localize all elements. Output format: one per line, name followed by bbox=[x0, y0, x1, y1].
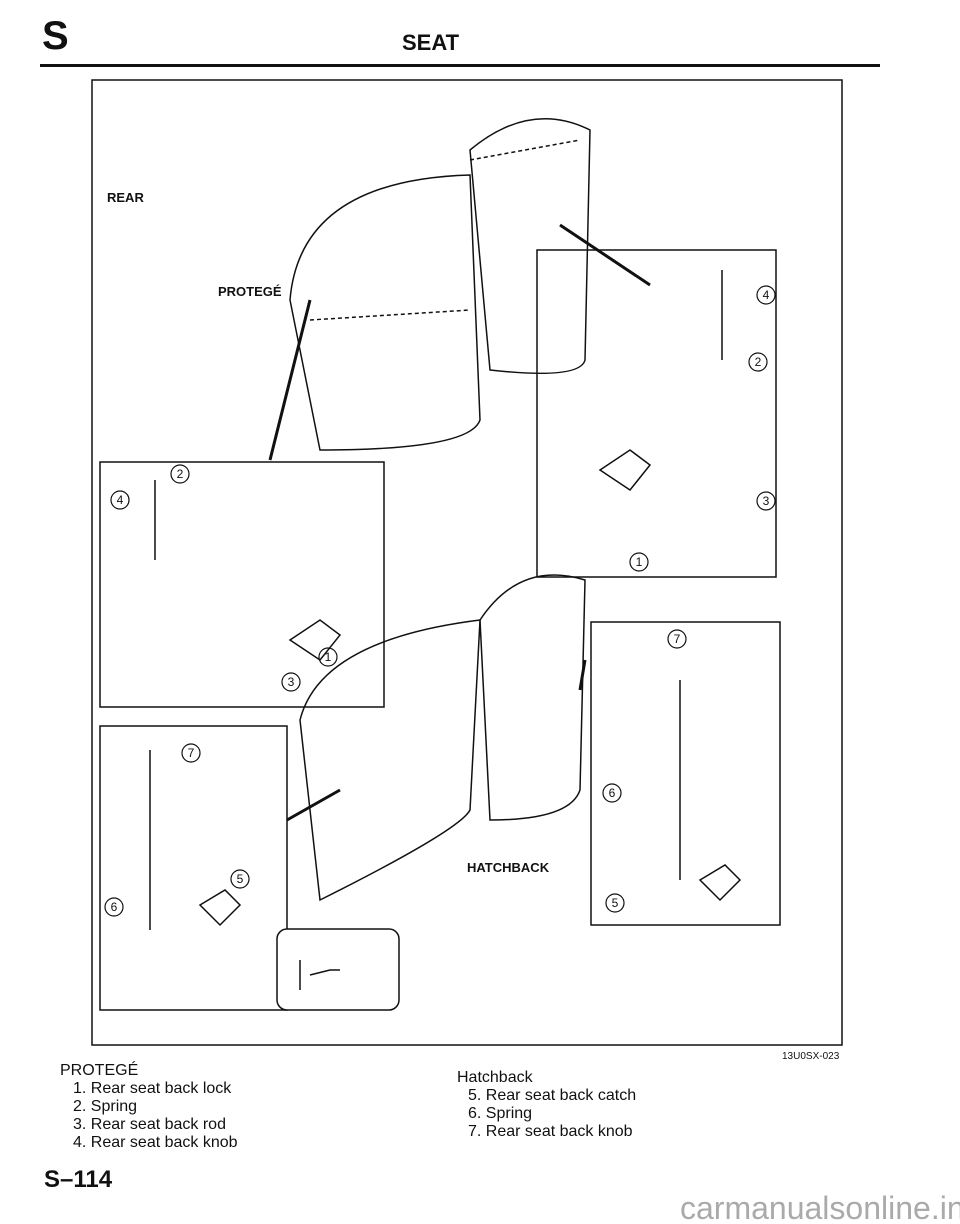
callout-7: 7 bbox=[188, 746, 195, 760]
label-protege: PROTEGÉ bbox=[218, 284, 282, 299]
hatchback-seat-back-right bbox=[479, 574, 586, 821]
callout-7: 7 bbox=[674, 632, 681, 646]
header-rule bbox=[40, 64, 880, 67]
figure-code: 13U0SX-023 bbox=[782, 1051, 840, 1062]
callout-numbers: 2 4 1 3 4 2 3 1 7 6 5 7 5 6 bbox=[111, 288, 770, 914]
inset-protege-right bbox=[536, 249, 777, 578]
callout-2: 2 bbox=[177, 467, 184, 481]
legend-item: 5. Rear seat back catch bbox=[468, 1087, 637, 1104]
legend-item: 6. Spring bbox=[468, 1105, 533, 1122]
callout-2: 2 bbox=[755, 355, 762, 369]
callout-circles bbox=[104, 285, 776, 917]
label-rear: REAR bbox=[107, 190, 144, 205]
watermark: carmanualsonline.info bbox=[680, 1190, 960, 1224]
page-number: S–114 bbox=[44, 1166, 113, 1193]
legend-item: 7. Rear seat back knob bbox=[468, 1123, 633, 1140]
protege-seat-back-right bbox=[469, 118, 591, 375]
figure-frame bbox=[91, 79, 843, 1046]
callout-6: 6 bbox=[111, 900, 118, 914]
legend-hatchback: Hatchback 5. Rear seat back catch 6. Spr… bbox=[457, 1069, 636, 1141]
callout-1: 1 bbox=[636, 555, 643, 569]
protege-seat-back-left bbox=[289, 174, 481, 451]
callout-3: 3 bbox=[763, 494, 770, 508]
page-title: SEAT bbox=[402, 30, 460, 55]
legend-title: PROTEGÉ bbox=[60, 1062, 139, 1079]
callout-1: 1 bbox=[325, 650, 332, 664]
legend-item: 4. Rear seat back knob bbox=[73, 1134, 238, 1151]
label-hatchback: HATCHBACK bbox=[467, 860, 550, 875]
legend-protege: PROTEGÉ 1. Rear seat back lock 2. Spring… bbox=[60, 1062, 238, 1152]
callout-5: 5 bbox=[237, 872, 244, 886]
inset-hatchback-right bbox=[590, 621, 781, 926]
callout-6: 6 bbox=[609, 786, 616, 800]
legend-item: 1. Rear seat back lock bbox=[73, 1080, 232, 1097]
callout-3: 3 bbox=[288, 675, 295, 689]
callout-5: 5 bbox=[612, 896, 619, 910]
legend-title: Hatchback bbox=[457, 1069, 533, 1086]
legend-item: 3. Rear seat back rod bbox=[73, 1116, 226, 1133]
inset-hatchback-left bbox=[99, 725, 288, 1011]
callout-4: 4 bbox=[117, 493, 124, 507]
inset-protege-left bbox=[99, 461, 385, 708]
section-letter: S bbox=[42, 14, 69, 58]
legend-item: 2. Spring bbox=[73, 1098, 138, 1115]
callout-4: 4 bbox=[763, 288, 770, 302]
